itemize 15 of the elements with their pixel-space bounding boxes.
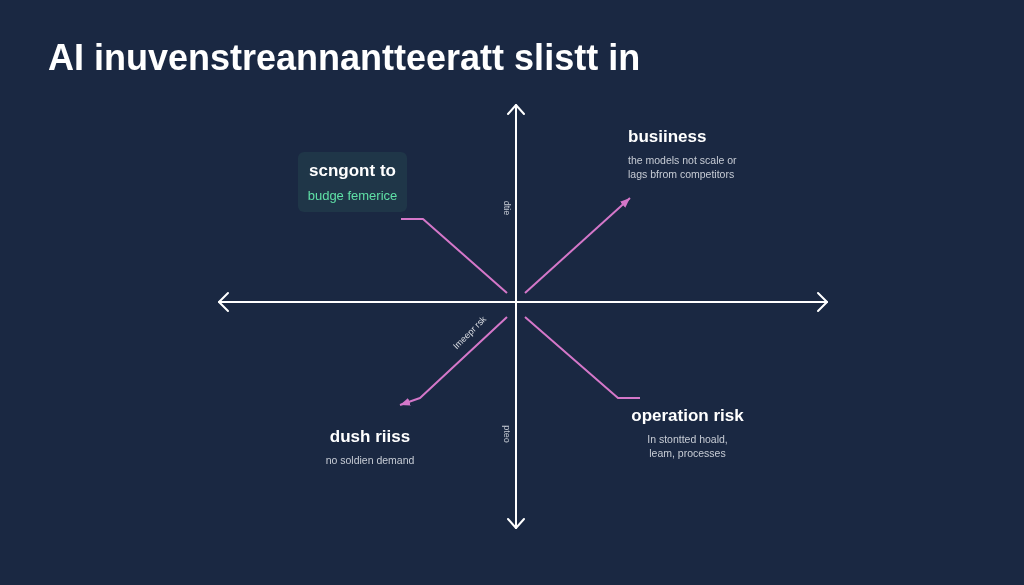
axis-label: dtie bbox=[500, 200, 512, 216]
quadrant-description: the models not scale or lags bfrom competitors bbox=[628, 153, 738, 181]
connector-line bbox=[400, 218, 508, 294]
quadrant-heading: dush riiss bbox=[329, 427, 411, 447]
connector-line bbox=[524, 316, 641, 399]
quadrant-heading: operation risk bbox=[631, 406, 744, 426]
quadrant-description: In stontted hoald, leam, processes bbox=[646, 432, 729, 460]
quadrant-heading: busiiness bbox=[628, 127, 707, 147]
axis-label: pteo bbox=[500, 425, 512, 443]
arrow bbox=[524, 197, 631, 294]
diagram-title: AI inuvenstreannantteeratt slistt in bbox=[48, 36, 641, 80]
quadrant-heading: scngont to bbox=[309, 161, 396, 181]
arrow bbox=[399, 316, 508, 406]
quadrant-subheading: budge femerice bbox=[307, 188, 398, 203]
quadrant-description: no soldien demand bbox=[325, 453, 415, 467]
